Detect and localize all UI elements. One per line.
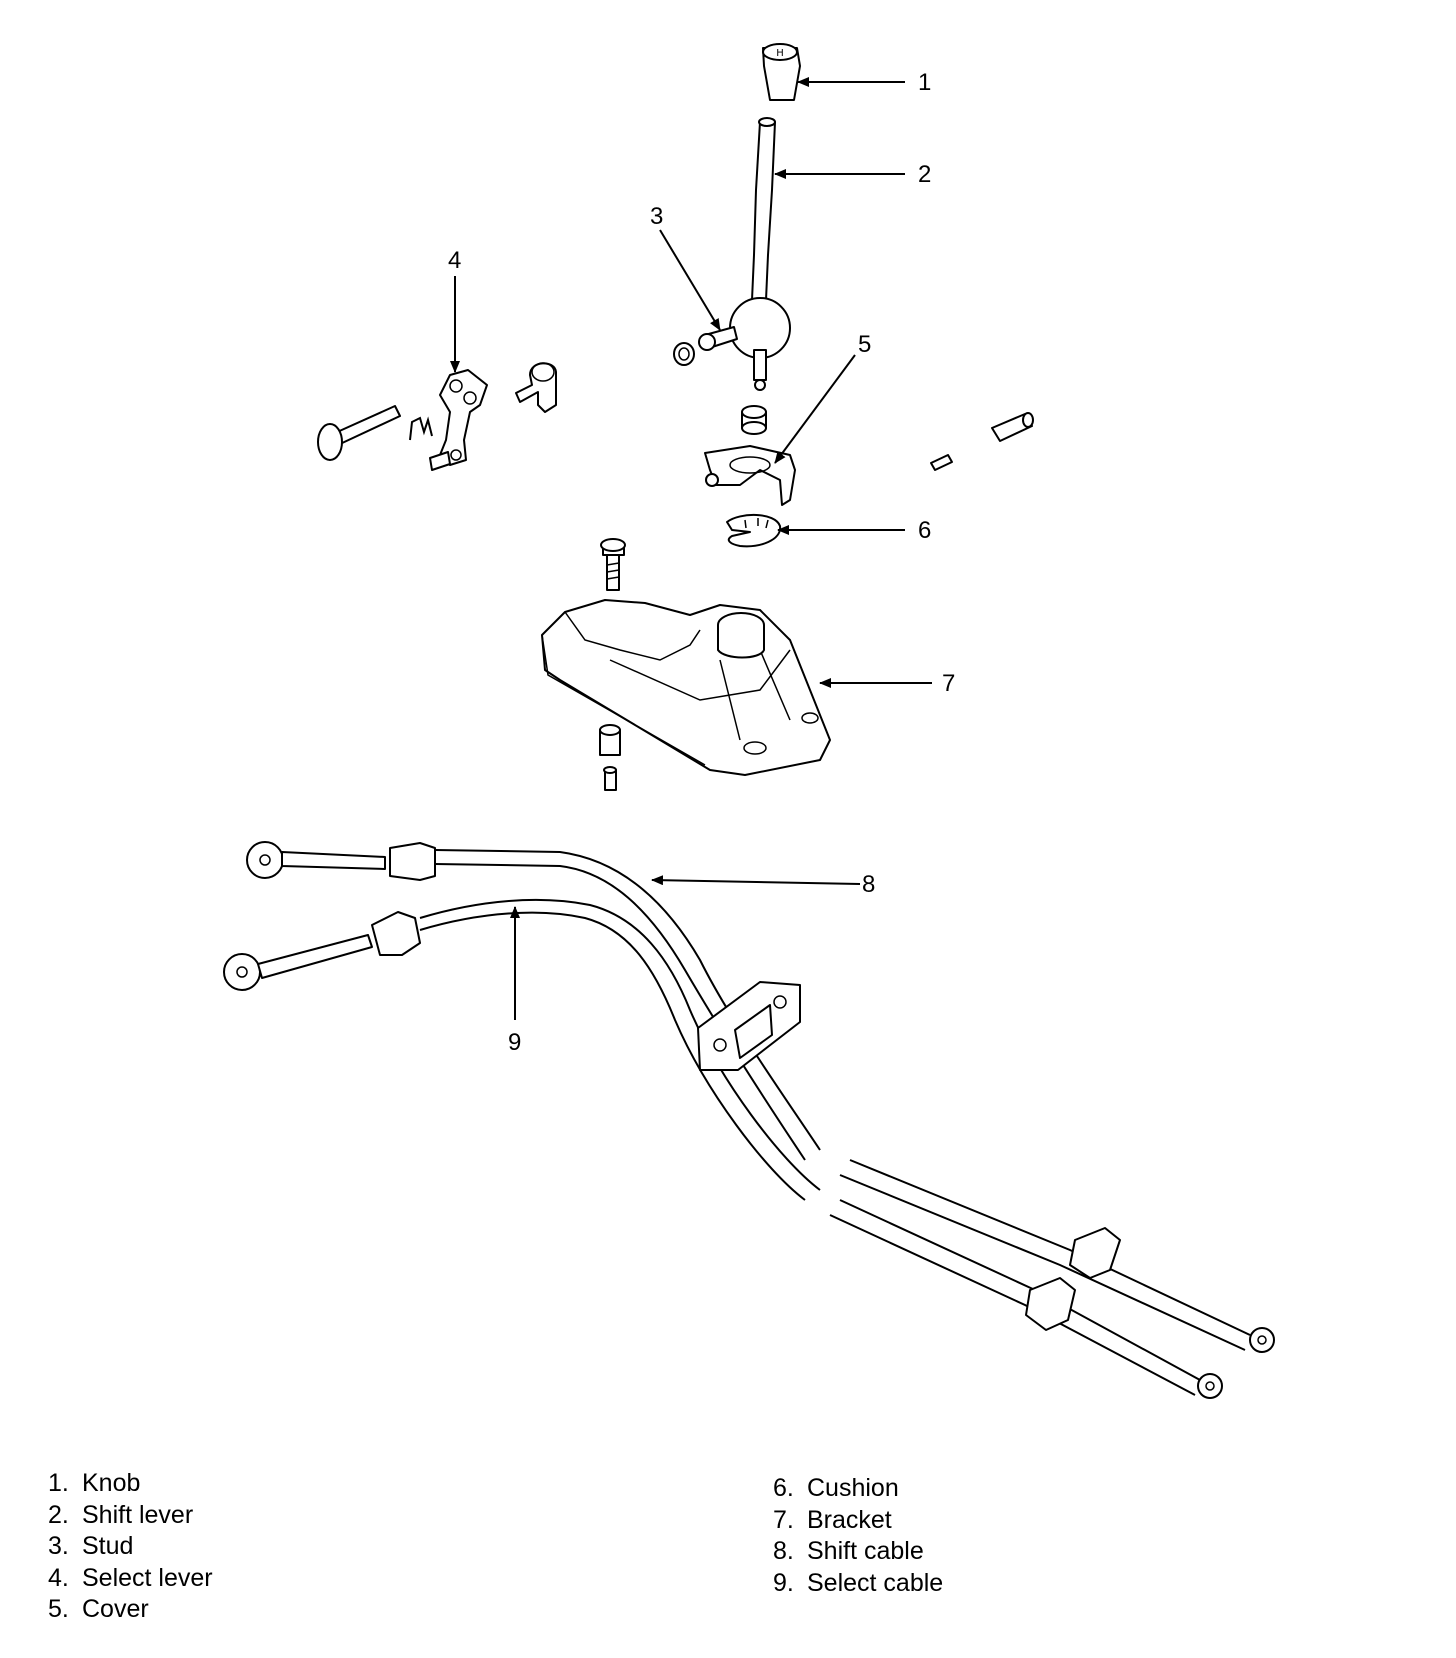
legend-part-name: Shift lever	[82, 1500, 194, 1529]
legend-number: 8.	[773, 1537, 794, 1565]
legend-number: 7.	[773, 1505, 794, 1534]
leader-line-3	[659, 229, 721, 331]
legend-part-name: Shift cable	[807, 1537, 924, 1565]
callout-8: 8	[862, 871, 875, 898]
nut-part	[741, 405, 767, 435]
legend-part-name: Select cable	[807, 1568, 944, 1597]
legend-part-name: Knob	[82, 1469, 141, 1497]
legend-item: 3. Stud	[48, 1531, 213, 1563]
stud-part	[673, 326, 738, 366]
leader-line-8	[651, 875, 861, 886]
legend-item: 8. Shift cable	[773, 1536, 943, 1568]
legend-item: 7. Bracket	[773, 1505, 943, 1537]
legend-number: 4.	[48, 1563, 69, 1592]
legend-number: 2.	[48, 1500, 69, 1529]
callout-7: 7	[942, 670, 955, 697]
callout-2: 2	[918, 161, 931, 188]
callout-6: 6	[918, 517, 931, 544]
leader-line-5	[774, 354, 856, 464]
clip-part	[409, 416, 433, 441]
parts-legend-left: 1. Knob 2. Shift lever 3. Stud 4. Select lev…	[48, 1468, 213, 1626]
bracket-part	[541, 599, 831, 776]
legend-number: 5.	[48, 1595, 69, 1623]
cable-bracket-part	[697, 981, 801, 1071]
select-cable-part	[223, 898, 1223, 1399]
legend-number: 9.	[773, 1568, 794, 1597]
callout-9: 9	[508, 1029, 521, 1056]
svg-text:H: H	[776, 48, 784, 59]
legend-part-name: Cover	[82, 1595, 149, 1623]
callout-5: 5	[858, 331, 871, 358]
pin-part	[317, 405, 401, 461]
legend-part-name: Select lever	[82, 1563, 213, 1592]
select-lever-part	[429, 369, 488, 471]
callout-4: 4	[448, 247, 461, 274]
cushion-part	[726, 513, 782, 548]
legend-item: 1. Knob	[48, 1468, 213, 1500]
bolt-part	[600, 538, 626, 591]
legend-number: 6.	[773, 1474, 794, 1502]
legend-item: 4. Select lever	[48, 1563, 213, 1595]
shift-lever-part	[729, 117, 791, 391]
legend-item: 6. Cushion	[773, 1473, 943, 1505]
knob-part: H	[762, 43, 801, 101]
shift-cable-part	[246, 841, 1275, 1353]
dowel-pin-part	[930, 412, 1034, 471]
parts-legend-right: 6. Cushion 7. Bracket 8. Shift cable 9. Sele…	[773, 1473, 943, 1599]
legend-part-name: Bracket	[807, 1505, 892, 1534]
callout-1: 1	[918, 69, 931, 96]
legend-item: 2. Shift lever	[48, 1500, 213, 1532]
legend-number: 3.	[48, 1532, 69, 1560]
legend-item: 9. Select cable	[773, 1568, 943, 1600]
legend-number: 1.	[48, 1469, 69, 1497]
legend-item: 5. Cover	[48, 1594, 213, 1626]
legend-part-name: Stud	[82, 1532, 134, 1560]
callout-3: 3	[650, 203, 663, 230]
grommet-part	[599, 724, 621, 791]
legend-part-name: Cushion	[807, 1474, 899, 1502]
spring-clip-part	[515, 362, 557, 413]
